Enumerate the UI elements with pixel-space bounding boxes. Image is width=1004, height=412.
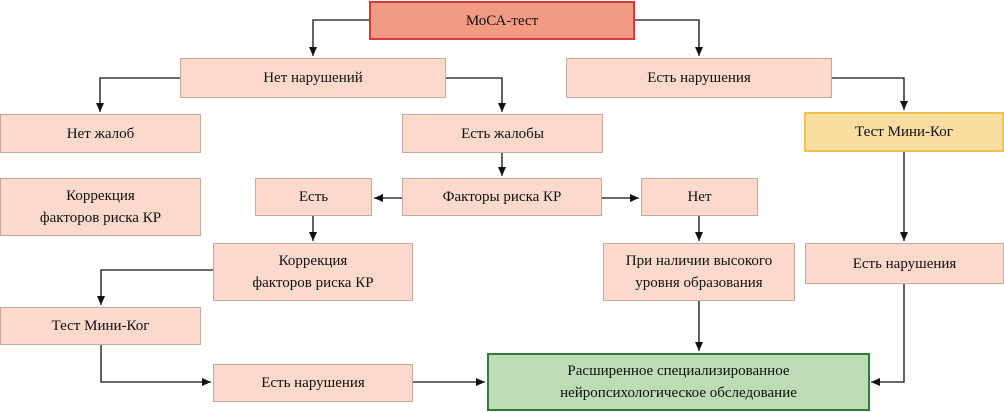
mini-cog-left-node: Тест Мини-Ког xyxy=(0,307,201,345)
impairment-right-label: Есть нарушения xyxy=(852,255,957,272)
risk-factors-label: Факторы риска КР xyxy=(442,189,562,205)
arrow-no-impairment-to-has-complaints xyxy=(446,77,506,112)
high-education-label: При наличии высокого уровня образования xyxy=(625,253,773,291)
risk-factors-node: Факторы риска КР xyxy=(402,178,602,216)
no-label: Нет xyxy=(687,189,712,205)
has-complaints-label: Есть жалобы xyxy=(461,125,544,142)
no-complaints-label: Нет жалоб xyxy=(66,125,135,142)
arrow-no-impairment-to-no-complaints xyxy=(96,77,180,112)
impairment-bottom-node: Есть нарушения xyxy=(213,364,413,402)
arrow-moca-to-has-impairment xyxy=(635,19,703,56)
moca-test-node: МоСА-тест xyxy=(369,1,635,40)
high-education-node: При наличии высокого уровня образования xyxy=(603,243,795,301)
correction-mid-node: Коррекция факторов риска КР xyxy=(213,243,413,301)
mini-cog-right-node: Тест Мини-Ког xyxy=(804,112,1004,152)
arrow-correction-to-mini-cog xyxy=(97,269,213,305)
correction-mid-label: Коррекция факторов риска КР xyxy=(252,253,374,291)
has-impairment-node: Есть нарушения xyxy=(566,58,832,98)
mini-cog-right-label: Тест Мини-Ког xyxy=(855,124,953,140)
no-node: Нет xyxy=(641,178,758,216)
arrow-impairment-to-mini-cog xyxy=(832,77,908,110)
has-complaints-node: Есть жалобы xyxy=(402,114,603,153)
arrow-mini-cog-to-bottom-impairment xyxy=(100,345,211,386)
correction-left-label: Коррекция факторов риска КР xyxy=(39,188,162,226)
yes-node: Есть xyxy=(255,178,372,216)
arrow-right-impairment-to-exam xyxy=(871,284,905,386)
has-impairment-label: Есть нарушения xyxy=(647,70,751,86)
extended-exam-node: Расширенное специализированное нейропсих… xyxy=(487,353,870,411)
no-impairment-node: Нет нарушений xyxy=(180,58,446,98)
no-complaints-node: Нет жалоб xyxy=(0,114,201,153)
moca-test-label: МоСА-тест xyxy=(465,12,539,29)
correction-left-node: Коррекция факторов риска КР xyxy=(0,178,201,236)
impairment-right-node: Есть нарушения xyxy=(805,243,1004,284)
yes-label: Есть xyxy=(298,189,329,205)
impairment-bottom-label: Есть нарушения xyxy=(261,375,365,391)
arrow-moca-to-no-impairment xyxy=(309,19,369,56)
no-impairment-label: Нет нарушений xyxy=(263,70,363,86)
extended-exam-label: Расширенное специализированное нейропсих… xyxy=(560,363,797,401)
mini-cog-left-label: Тест Мини-Ког xyxy=(51,318,150,334)
